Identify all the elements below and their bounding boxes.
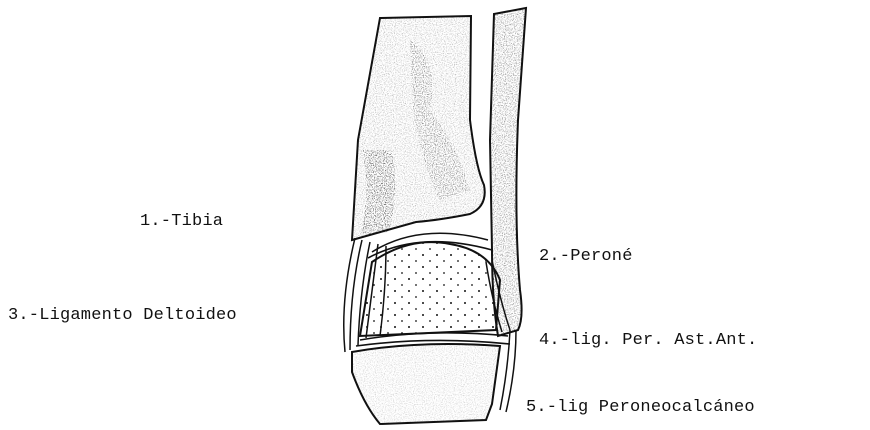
tibia-label: 1.-Tibia <box>140 212 223 232</box>
calcaneofibular-ligament-label: 5.-lig Peroneocalcáneo <box>526 398 755 418</box>
calcaneus-bone <box>352 344 500 424</box>
anterior-talofibular-ligament-label: 4.-lig. Per. Ast.Ant. <box>539 331 757 351</box>
fibula-label: 2.-Peroné <box>539 247 633 267</box>
deltoid-ligament-label: 3.-Ligamento Deltoideo <box>8 306 237 326</box>
tibia-bone <box>352 16 485 240</box>
